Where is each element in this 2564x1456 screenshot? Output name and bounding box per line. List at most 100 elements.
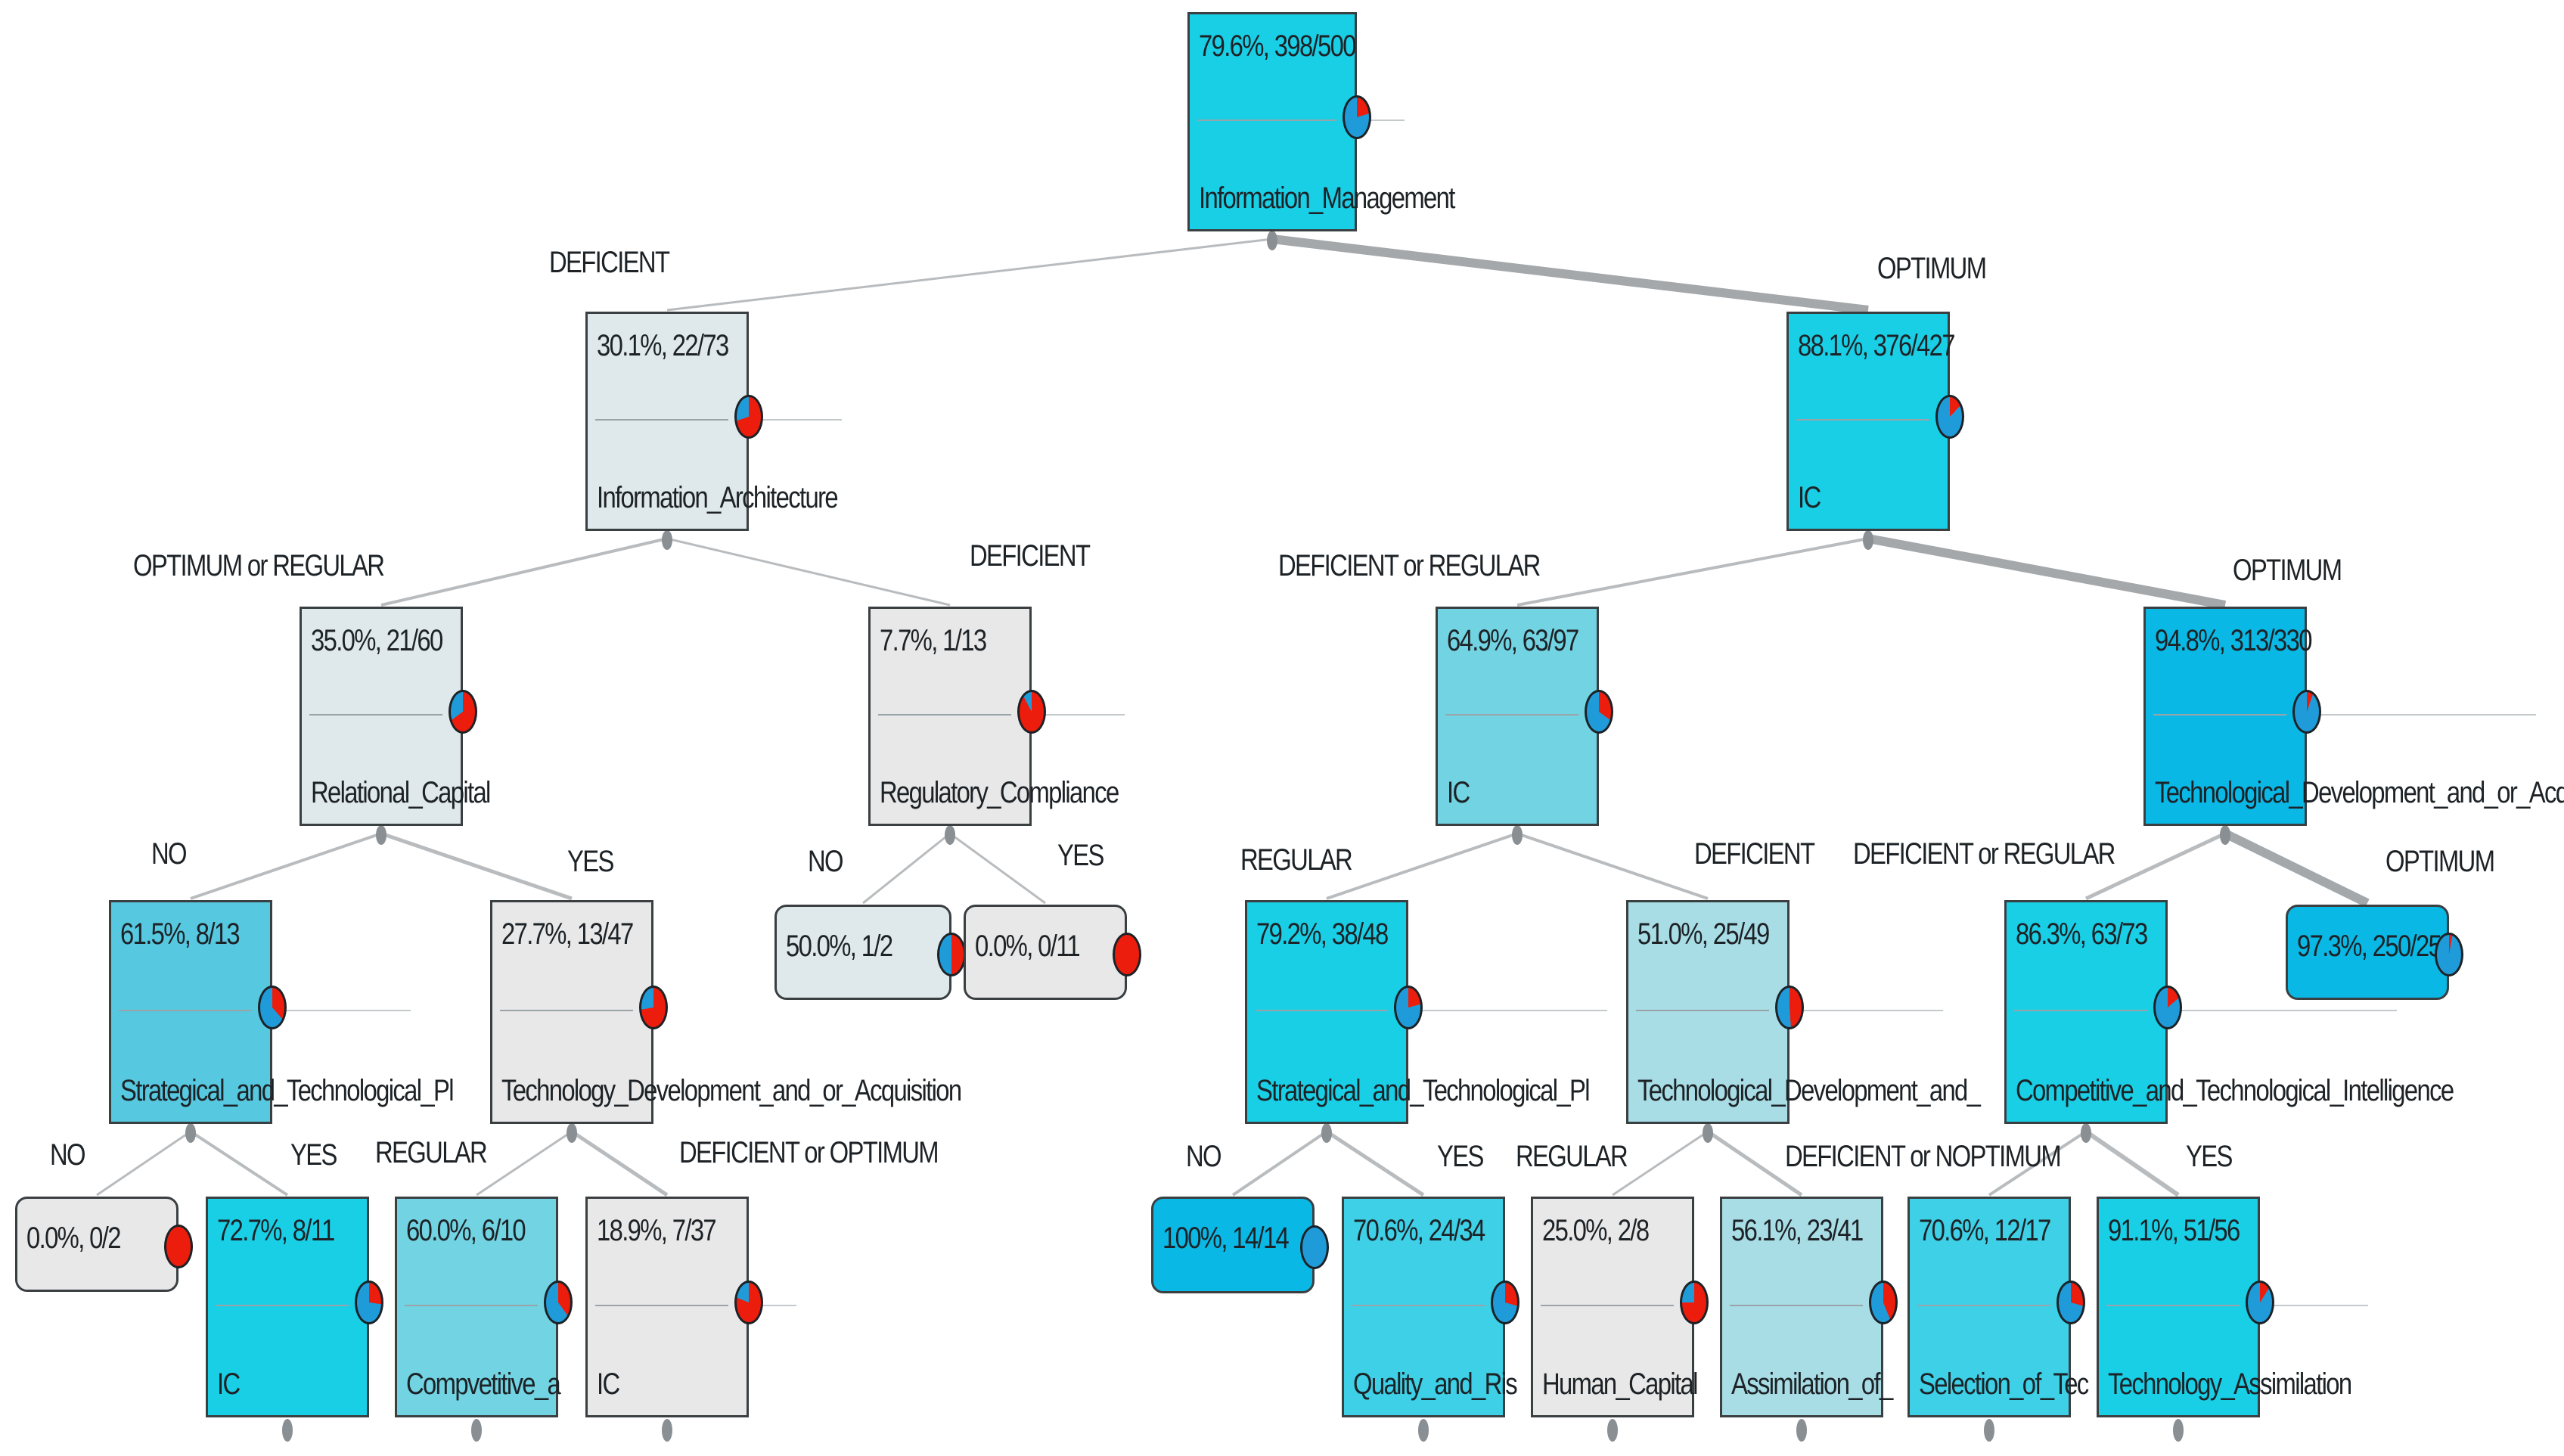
node-split-variable: Assimilation_of_	[1731, 1368, 1893, 1401]
node-stat-label: 79.2%, 38/48	[1256, 917, 1389, 951]
node-stat-label: 94.8%, 313/330	[2155, 624, 2312, 657]
tree-leaf[interactable]: 50.0%, 1/2	[774, 905, 966, 1000]
node-connector-pin	[2081, 1123, 2091, 1143]
node-connector-pin	[1321, 1123, 1332, 1143]
tree-edge	[476, 1130, 573, 1197]
node-stat-label: 0.0%, 0/2	[26, 1222, 121, 1255]
node-divider	[1197, 120, 1336, 122]
class-distribution-pie-icon	[544, 1281, 573, 1325]
edge-label-no: NO	[1186, 1140, 1222, 1173]
node-tail-line	[2262, 1305, 2368, 1307]
node-stat-label: 61.5%, 8/13	[120, 917, 241, 951]
tree-edge	[1867, 534, 2227, 610]
node-connector-pin	[662, 530, 672, 550]
node-divider	[1445, 714, 1578, 716]
node-tail-line	[275, 1010, 411, 1012]
tree-edge	[1271, 234, 1869, 315]
edge-label-no: NO	[808, 845, 844, 878]
node-stat-label: 7.7%, 1/13	[880, 624, 987, 657]
node-split-variable: Technology_Development_and_or_Acquisitio…	[501, 1074, 962, 1107]
node-stat-label: 70.6%, 12/17	[1919, 1214, 2051, 1247]
node-split-variable: Technological_Development_and_	[1637, 1074, 1981, 1107]
class-distribution-pie-icon	[1113, 933, 1141, 976]
tree-edge	[1516, 537, 1869, 607]
node-stat-label: 72.7%, 8/11	[217, 1214, 335, 1247]
tree-edge	[1231, 1130, 1328, 1197]
edge-label-deficient-or-regular: DEFICIENT or REGULAR	[1853, 837, 2115, 871]
tree-edge	[190, 832, 382, 900]
tree-edge	[380, 831, 573, 901]
node-divider	[878, 714, 1011, 716]
node-divider	[2153, 714, 2286, 716]
node-split-variable: Quality_and_Ris	[1353, 1368, 1518, 1401]
tree-edge	[1516, 832, 1709, 900]
node-divider	[1796, 419, 1929, 421]
class-distribution-pie-icon	[1585, 690, 1613, 734]
node-connector-pin	[1418, 1419, 1429, 1442]
node-connector-pin	[1267, 231, 1277, 250]
node-split-variable: Human_Capital	[1542, 1368, 1698, 1401]
node-tail-line	[2309, 714, 2536, 716]
node-connector-pin	[1796, 1419, 1807, 1442]
tree-edge	[189, 1130, 289, 1197]
node-split-variable: Strategical_and_Technological_Pl	[1256, 1074, 1591, 1107]
class-distribution-pie-icon	[1300, 1225, 1329, 1269]
edge-label-yes: YES	[2186, 1140, 2233, 1173]
edge-label-optimum: OPTIMUM	[2233, 554, 2342, 587]
node-divider	[595, 1305, 728, 1307]
tree-edge	[2084, 831, 2227, 901]
tree-leaf[interactable]: 0.0%, 0/2	[15, 1197, 193, 1292]
edge-label-regular: REGULAR	[1240, 843, 1353, 877]
node-divider	[500, 1010, 633, 1012]
class-distribution-pie-icon	[355, 1281, 383, 1325]
edge-label-yes: YES	[1057, 839, 1104, 872]
edge-label-deficient-or-optimum: DEFICIENT or OPTIMUM	[679, 1136, 939, 1169]
edge-label-deficient-or-noptimum: DEFICIENT or NOPTIMUM	[1785, 1140, 2062, 1173]
tree-leaf[interactable]: 100%, 14/14	[1151, 1197, 1329, 1293]
node-split-variable: Strategical_and_Technological_Pl	[120, 1074, 455, 1107]
class-distribution-pie-icon	[1394, 986, 1423, 1030]
edge-label-yes: YES	[567, 845, 614, 878]
node-tail-line	[751, 1305, 796, 1307]
node-divider	[2014, 1010, 2147, 1012]
node-divider	[1255, 1010, 1388, 1012]
tree-leaf[interactable]: 97.3%, 250/25	[2286, 905, 2463, 1000]
node-connector-pin	[1512, 825, 1523, 845]
node-connector-pin	[2220, 825, 2230, 845]
class-distribution-pie-icon	[2153, 986, 2182, 1030]
node-stat-label: 100%, 14/14	[1162, 1222, 1290, 1255]
edge-label-yes: YES	[290, 1138, 337, 1172]
node-split-variable: IC	[1447, 776, 1470, 809]
class-distribution-pie-icon	[734, 395, 763, 439]
edge-label-optimum: OPTIMUM	[1877, 252, 1987, 285]
node-divider	[1730, 1305, 1863, 1307]
node-split-variable: Technological_Development_and_or_Acquisi…	[2155, 776, 2564, 809]
edge-label-deficient: DEFICIENT	[970, 539, 1091, 573]
node-connector-pin	[471, 1419, 482, 1442]
class-distribution-pie-icon	[2292, 690, 2321, 734]
tree-leaf[interactable]: 0.0%, 0/11	[964, 905, 1141, 1000]
edge-label-no: NO	[151, 837, 188, 871]
node-connector-pin	[1863, 530, 1873, 550]
